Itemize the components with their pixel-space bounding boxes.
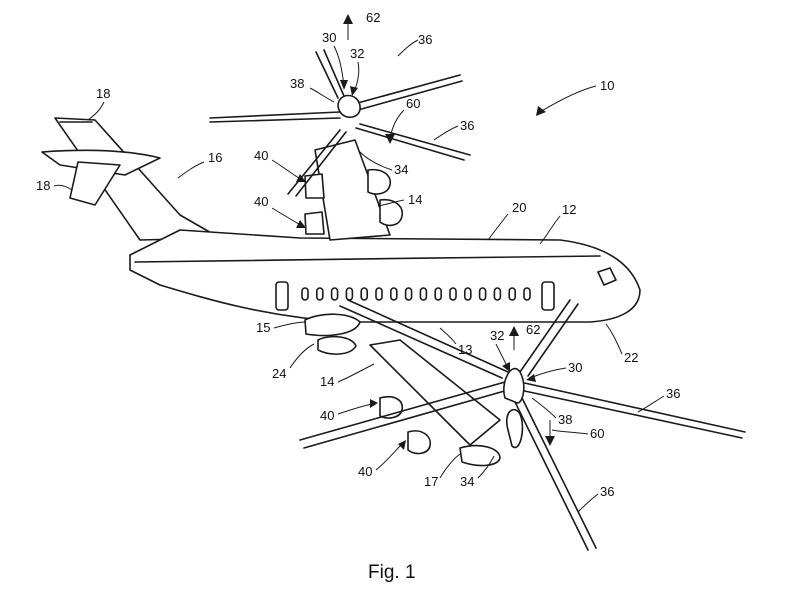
cabin-window — [434, 287, 443, 301]
ref-17: 17 — [424, 474, 438, 489]
ref-62-lower: 62 — [526, 322, 540, 337]
ref-40-a: 40 — [254, 148, 268, 163]
lower-nacelle-housing — [459, 444, 501, 467]
cabin-window — [315, 287, 324, 301]
ref-30-upper: 30 — [322, 30, 336, 45]
lower-wing — [369, 339, 501, 446]
cabin-window — [508, 287, 517, 301]
upper-engine-intake-2 — [304, 211, 325, 235]
cabin-window — [345, 287, 354, 301]
cabin-window — [463, 287, 472, 301]
ref-32-upper: 32 — [350, 46, 364, 61]
upper-engine-nacelle-2 — [379, 198, 404, 227]
ref-15: 15 — [256, 320, 270, 335]
upper-wing — [314, 139, 391, 241]
upper-rotor-spinner — [337, 94, 361, 119]
ref-32-lower: 32 — [490, 328, 504, 343]
ref-62-upper: 62 — [366, 10, 380, 25]
horizontal-stabilizer-left — [41, 149, 161, 176]
ref-14-lower: 14 — [320, 374, 334, 389]
ref-18-left: 18 — [36, 178, 50, 193]
cabin-window — [330, 287, 339, 301]
ref-38-lower: 38 — [558, 412, 572, 427]
cabin-window — [493, 287, 502, 301]
cabin-window — [478, 287, 487, 301]
cockpit-window — [597, 267, 617, 286]
ref-10: 10 — [600, 78, 614, 93]
horizontal-stabilizer-right — [69, 161, 121, 206]
ref-36-b: 36 — [460, 118, 474, 133]
upper-rotor-assembly — [209, 49, 471, 197]
forward-door — [541, 281, 555, 311]
ref-34-upper: 34 — [394, 162, 408, 177]
ref-60-lower: 60 — [590, 426, 604, 441]
ref-30-lower: 30 — [568, 360, 582, 375]
lower-engine-nacelle-2 — [407, 430, 432, 455]
cabin-windows — [301, 287, 531, 301]
ref-60-upper: 60 — [406, 96, 420, 111]
cabin-window — [301, 287, 309, 301]
lower-rotor-spinner — [503, 367, 525, 404]
cabin-window — [389, 287, 398, 301]
ref-13: 13 — [458, 342, 472, 357]
cabin-window — [449, 287, 457, 301]
aft-door — [275, 281, 289, 311]
ref-40-d: 40 — [358, 464, 372, 479]
ref-18-top: 18 — [96, 86, 110, 101]
lower-rotor-assembly — [299, 299, 746, 551]
ref-34-lower: 34 — [460, 474, 474, 489]
ref-12: 12 — [562, 202, 576, 217]
cabin-window — [419, 287, 428, 301]
ref-16: 16 — [208, 150, 222, 165]
cabin-window — [375, 287, 383, 301]
upper-engine-nacelle-1 — [367, 168, 392, 195]
ref-36-c: 36 — [666, 386, 680, 401]
ref-40-b: 40 — [254, 194, 268, 209]
ref-38-upper: 38 — [290, 76, 304, 91]
ref-22: 22 — [624, 350, 638, 365]
ref-20: 20 — [512, 200, 526, 215]
cabin-window — [523, 287, 531, 301]
reference-numerals: 10 12 13 14 14 15 16 17 18 18 20 22 — [36, 10, 680, 513]
ref-36-d: 36 — [600, 484, 614, 499]
ref-36-a: 36 — [418, 32, 432, 47]
figure-caption: Fig. 1 — [368, 562, 416, 583]
cabin-window — [360, 287, 369, 301]
ref-40-c: 40 — [320, 408, 334, 423]
ref-24: 24 — [272, 366, 286, 381]
cabin-window — [404, 287, 413, 301]
upper-engine-intake-1 — [304, 173, 325, 199]
lower-engine-pod — [304, 313, 361, 355]
ref-14-upper: 14 — [408, 192, 422, 207]
